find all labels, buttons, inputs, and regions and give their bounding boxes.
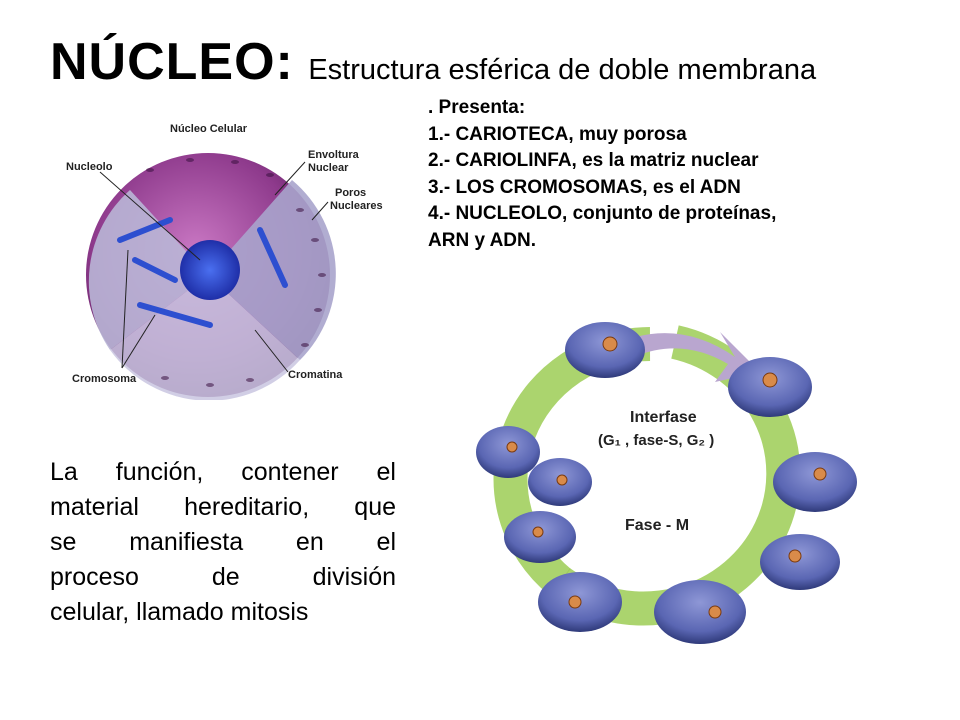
label-cromosoma: Cromosoma (72, 373, 137, 385)
label-poros-1: Poros (335, 187, 366, 199)
cell-stage (760, 534, 840, 590)
nucleus-cut-right (208, 180, 336, 360)
label-interfase-phases: (G₁ , fase-S, G₂ ) (598, 432, 714, 449)
cell-stage (565, 322, 645, 378)
chromosomes (117, 217, 288, 328)
label-poros-2: Nucleares (330, 200, 383, 212)
list-item: 3.- LOS CROMOSOMAS, es el ADN (428, 176, 741, 198)
cell-ring (476, 322, 857, 644)
cell-cycle-diagram: Interfase (G₁ , fase-S, G₂ ) Fase - M (476, 322, 857, 644)
cell-stage (654, 580, 746, 644)
presenta-heading: . Presenta: (428, 97, 526, 118)
nucleolo (180, 240, 240, 300)
slide-title: NÚCLEO: Estructura esférica de doble mem… (50, 32, 816, 92)
nucleus-cut-lower (110, 275, 300, 400)
title-subtitle: Estructura esférica de doble membrana (308, 54, 817, 86)
function-paragraph: La función, contener el material heredit… (50, 455, 396, 630)
label-cromatina: Cromatina (288, 369, 343, 381)
nucleus-title: Núcleo Celular (170, 123, 248, 135)
leader-lines (99, 161, 329, 373)
presenta-list: . Presenta: 1.- CARIOTECA, muy porosa 2.… (428, 95, 776, 254)
function-line: celular, llamado mitosis (50, 598, 309, 626)
list-item: 4.- NUCLEOLO, conjunto de proteínas, (428, 203, 777, 224)
list-item: ARN y ADN. (428, 229, 537, 251)
label-envoltura-1: Envoltura (308, 149, 360, 161)
list-item: 2.- CARIOLINFA, es la matriz nuclear (428, 150, 759, 171)
centrosomes (506, 336, 827, 619)
label-fase-m: Fase - M (625, 517, 689, 534)
label-nucleolo: Nucleolo (66, 161, 113, 173)
label-interfase: Interfase (630, 409, 697, 426)
function-line: material hereditario, que (50, 493, 396, 521)
label-envoltura-2: Nuclear (308, 162, 349, 174)
cell-stage (773, 452, 857, 512)
function-line: proceso de división (50, 563, 396, 591)
nuclear-pores (146, 158, 326, 387)
cell-stage (476, 426, 540, 478)
list-item: 1.- CARIOTECA, muy porosa (428, 123, 687, 145)
function-line: La función, contener el (50, 458, 396, 486)
title-main: NÚCLEO: (50, 33, 294, 91)
nucleus-diagram: Núcleo Celular Nucleolo Envoltura Nuclea… (66, 123, 383, 400)
function-line: se manifiesta en el (50, 528, 396, 556)
